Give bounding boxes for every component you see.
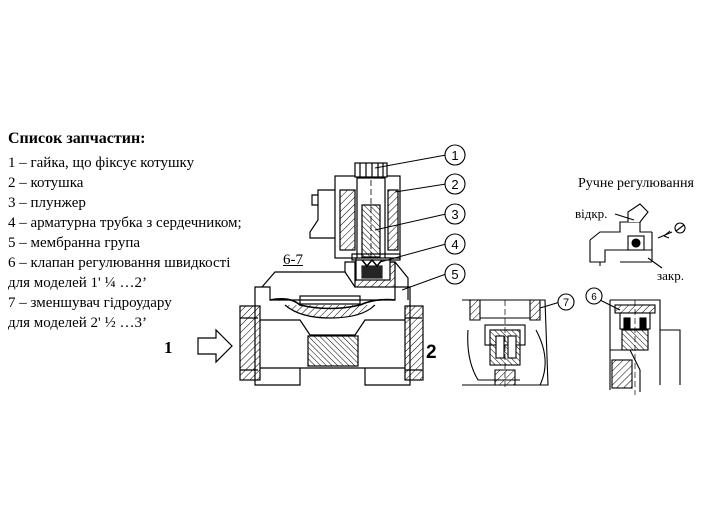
callout-1: 1	[451, 148, 458, 163]
open-label: відкр.	[575, 206, 608, 221]
legend-item-1: 1 – гайка, що фіксує котушку	[8, 155, 195, 171]
detail-6-label: 6	[591, 292, 597, 303]
legend-list: 1 – гайка, що фіксує котушку 2 – котушка…	[8, 153, 242, 333]
callout-3: 3	[451, 207, 458, 222]
inlet-label: 1	[164, 338, 173, 357]
manual-adjust-title: Ручне регулювання	[578, 176, 694, 191]
callout-5: 5	[451, 267, 458, 282]
legend-item-5: 5 – мембранна група	[8, 235, 141, 251]
legend-item-7: 7 – зменшувач гідроудару	[8, 295, 172, 311]
solenoid-coil	[309, 162, 401, 281]
legend-item-6: 6 – клапан регулювання швидкості	[8, 255, 231, 271]
detail-ref-label: 6-7	[283, 252, 303, 268]
callout-4: 4	[451, 237, 458, 252]
detail-7-label: 7	[563, 297, 569, 309]
outlet-label: 2	[426, 342, 437, 363]
legend-item-4: 4 – арматурна трубка з сердечником;	[8, 215, 242, 231]
legend-item-6-models: для моделей 1' ¼ …2’	[8, 275, 147, 291]
closed-label: закр.	[657, 268, 684, 283]
valve-body	[239, 261, 424, 386]
callout-group	[374, 144, 466, 291]
legend-item-7-models: для моделей 2' ½ …3’	[8, 315, 147, 331]
inlet-arrow	[197, 328, 233, 364]
detail-6-drawing	[585, 287, 681, 395]
legend-title: Список запчастин:	[8, 130, 146, 147]
legend-item-2: 2 – котушка	[8, 175, 84, 191]
detail-7-drawing	[462, 293, 575, 390]
manual-adjust-drawing	[589, 203, 686, 269]
callout-2: 2	[451, 177, 458, 192]
legend-item-3: 3 – плунжер	[8, 195, 86, 211]
